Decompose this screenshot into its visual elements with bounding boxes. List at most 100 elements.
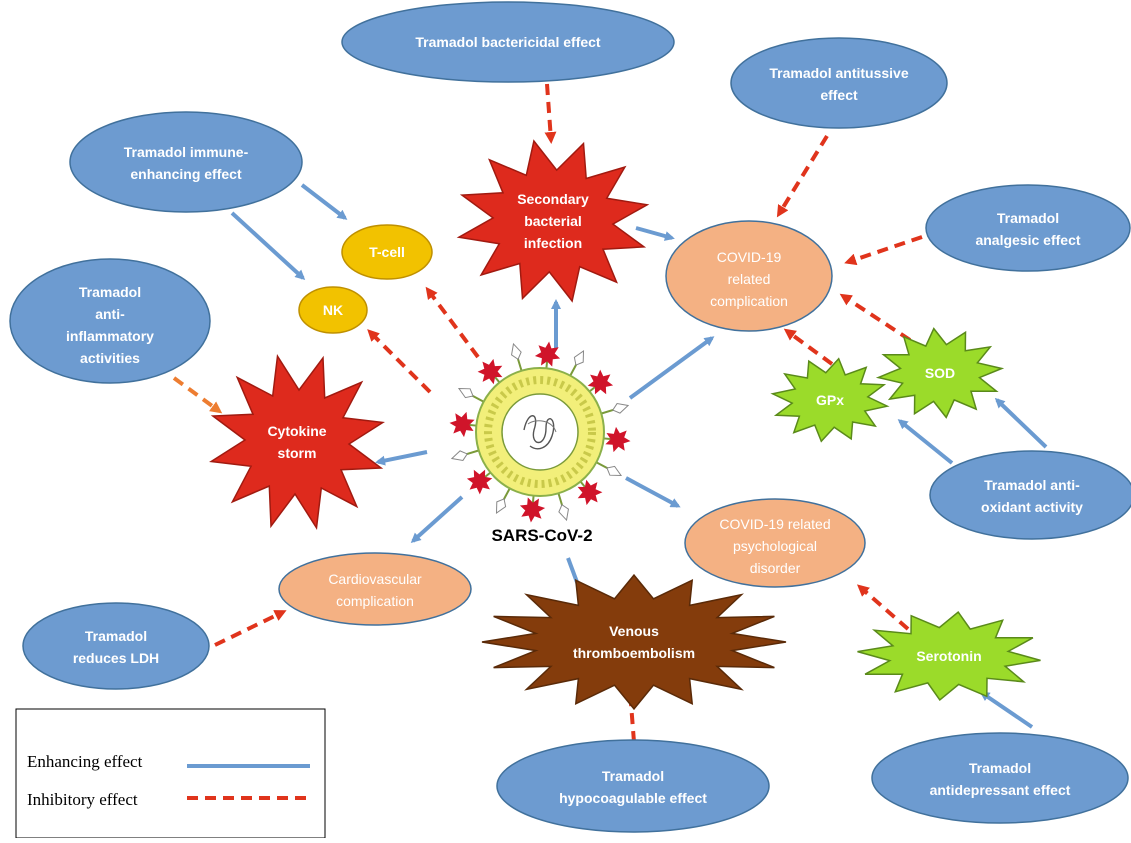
covid-complication-oval: COVID-19 related complication — [665, 220, 833, 332]
virus-spikes — [449, 341, 631, 523]
virus-envelope-protein — [612, 403, 630, 414]
tramadol-hypocoagulable-text-line-2: hypocoagulable effect — [559, 790, 707, 806]
virus-spike-protein — [477, 358, 503, 385]
serotonin-star: Serotonin — [857, 611, 1041, 701]
secondary-bacterial-infection-star-label-line-3: infection — [524, 235, 582, 251]
tramadol-hypocoagulable-text-line-1: Tramadol — [602, 768, 664, 784]
covid-complication-text-line-1: COVID-19 — [717, 249, 782, 265]
cytokine-storm-star-label-line-2: storm — [278, 445, 317, 461]
tramadol-antiinflammatory-text-line-3: inflammatory — [66, 328, 154, 344]
virus-spike-protein — [577, 479, 603, 506]
arrow-gpx-to-covid — [783, 328, 834, 366]
serotonin-star-shape — [857, 611, 1041, 701]
virus-envelope-protein — [457, 387, 474, 399]
nk-label: NK — [323, 302, 343, 318]
arrow-ldh-to-cardio — [214, 610, 287, 647]
venous-thromboembolism-star-shape — [481, 573, 787, 711]
tramadol-antitussive-oval: Tramadol antitussive effect — [730, 37, 948, 129]
tramadol-bactericidal-text: Tramadol bactericidal effect — [415, 34, 601, 50]
virus-envelope-protein — [606, 465, 623, 477]
arrow-antiinflammatory-to-cytokine — [172, 376, 223, 414]
arrow-antitussive-to-covid — [776, 134, 829, 218]
arrow-antidepressant-to-serotonin — [979, 691, 1034, 729]
tramadol-antioxidant-text-line-2: oxidant activity — [981, 499, 1083, 515]
tramadol-immune-text: Tramadol immune-enhancing effect — [124, 144, 249, 182]
cardio-complication-text-line-2: complication — [336, 593, 414, 609]
serotonin-star-label: Serotonin — [916, 648, 981, 664]
secondary-bacterial-infection-star-label-line-2: bacterial — [524, 213, 582, 229]
arrow-bactericidal-to-secondary — [544, 83, 557, 144]
tramadol-antidepressant-text-line-1: Tramadol — [969, 760, 1031, 776]
legend-inhibitory-label: Inhibitory effect — [27, 790, 138, 809]
arrow-analgesic-to-covid — [844, 235, 923, 266]
psych-disorder-text-line-3: disorder — [750, 560, 801, 576]
tramadol-antitussive-text-line-2: effect — [820, 87, 858, 103]
tramadol-bactericidal-oval: Tramadol bactericidal effect — [341, 1, 675, 83]
tramadol-hypocoagulable-text: Tramadol hypocoagulable effect — [559, 768, 707, 806]
covid-complication-text-line-3: complication — [710, 293, 788, 309]
gpx-star-shape — [770, 357, 890, 443]
sod-star-shape — [875, 327, 1005, 419]
venous-thromboembolism-star: Venous thromboembolism — [481, 573, 787, 711]
virus-label: SARS-CoV-2 — [491, 526, 592, 545]
virus-spike-protein — [449, 411, 475, 438]
arrow-sod-to-covid — [839, 293, 912, 342]
tramadol-antioxidant-text: Tramadol anti-oxidant activity — [981, 477, 1083, 515]
tramadol-ldh-text-line-2: reduces LDH — [73, 650, 159, 666]
tramadol-antidepressant-text-line-2: antidepressant effect — [930, 782, 1071, 798]
venous-thromboembolism-star-label-line-1: Venous — [609, 623, 659, 639]
arrow-hypocoagulable-to-venous — [623, 674, 636, 743]
tramadol-antiinflammatory-text-line-1: Tramadol — [79, 284, 141, 300]
arrow-immune-to-tcell — [300, 183, 348, 220]
tcell-label: T-cell — [369, 244, 405, 260]
psych-disorder-text-line-2: psychological — [733, 538, 817, 554]
sod-star-label: SOD — [925, 365, 955, 381]
arrow-virus-to-psych — [625, 476, 681, 508]
tramadol-immune-text-line-1: Tramadol immune- — [124, 144, 249, 160]
arrow-immune-to-nk — [230, 211, 306, 281]
tramadol-analgesic-text-line-2: analgesic effect — [975, 232, 1080, 248]
tramadol-immune-oval: Tramadol immune-enhancing effect — [69, 111, 303, 213]
virus-spike-protein — [466, 469, 493, 495]
tramadol-antitussive-text: Tramadol antitussive effect — [769, 65, 908, 103]
arrow-virus-to-tcell — [425, 286, 480, 359]
nk-oval: NK — [298, 286, 368, 334]
tramadol-antidepressant-text: Tramadol antidepressant effect — [930, 760, 1071, 798]
arrow-virus-to-cytokine — [375, 450, 428, 466]
virus-envelope-protein — [558, 504, 569, 522]
sars-cov-2-virus-illustration — [449, 341, 631, 523]
tramadol-analgesic-text: Tramadol analgesic effect — [975, 210, 1080, 248]
covid-complication-text: COVID-19 related complication — [710, 249, 788, 309]
tramadol-antiinflammatory-text-line-2: anti- — [95, 306, 125, 322]
tramadol-analgesic-oval: Tramadol analgesic effect — [925, 184, 1131, 272]
arrow-virus-to-cardio — [410, 495, 464, 544]
gpx-star-label-line-1: GPx — [816, 392, 844, 408]
cytokine-storm-star-shape — [209, 354, 385, 530]
arrow-antioxidant-to-gpx — [897, 419, 954, 465]
serotonin-star-label-line-1: Serotonin — [916, 648, 981, 664]
virus-envelope-protein — [495, 498, 507, 515]
covid-complication-text-line-2: related — [728, 271, 771, 287]
virus-spike-protein — [519, 497, 546, 523]
tcell-oval: T-cell — [341, 224, 433, 280]
virus-envelope-protein — [573, 349, 585, 366]
arrow-antioxidant-to-sod — [994, 397, 1048, 449]
venous-thromboembolism-star-label-line-2: thromboembolism — [573, 645, 695, 661]
arrow-virus-to-covid — [628, 336, 715, 400]
sod-star: SOD — [875, 327, 1005, 419]
arrow-virus-to-nk — [367, 329, 432, 394]
tramadol-analgesic-text-line-1: Tramadol — [997, 210, 1059, 226]
tramadol-antitussive-text-line-1: Tramadol antitussive — [769, 65, 908, 81]
